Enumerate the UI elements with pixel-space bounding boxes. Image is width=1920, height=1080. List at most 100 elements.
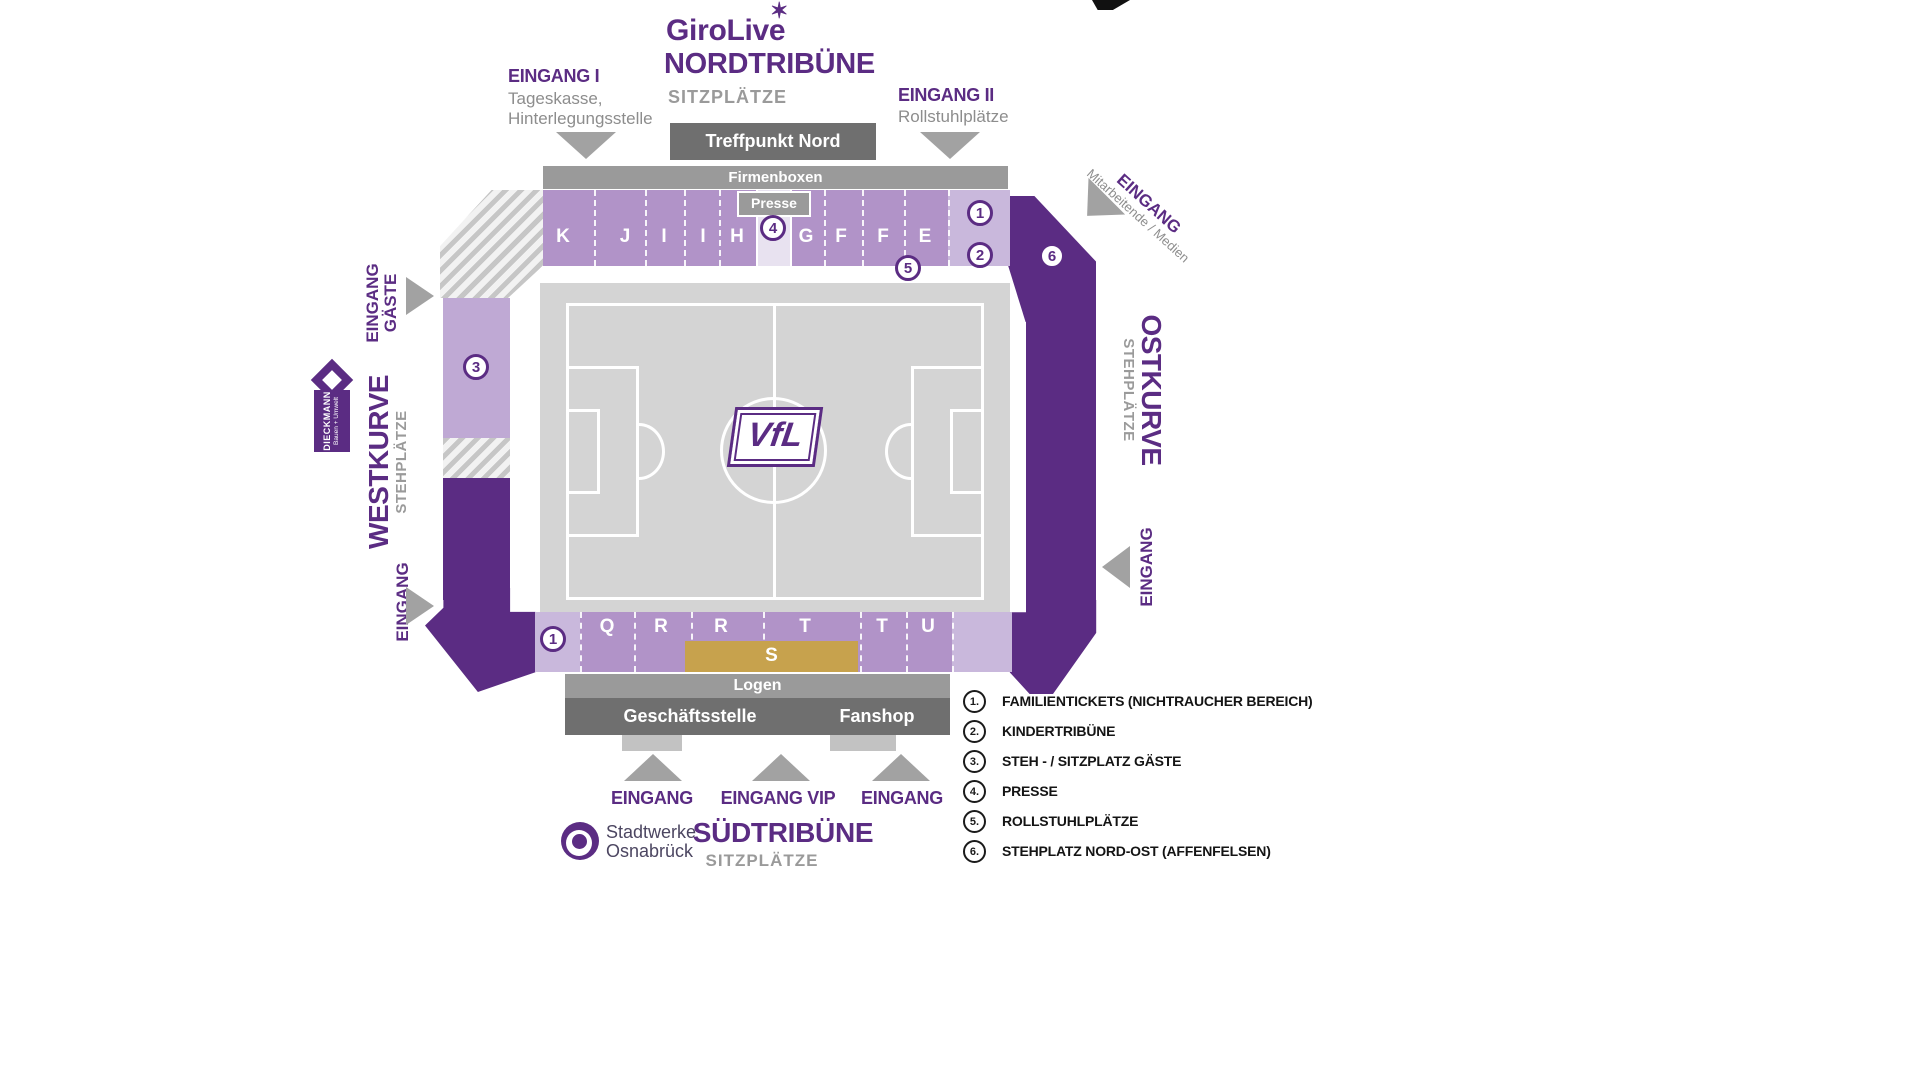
sponsor-girolive: GiroLive [666, 14, 786, 47]
section-label-q: Q [599, 616, 615, 637]
presse-box: Presse [737, 191, 811, 217]
suedtribuene-title: SÜDTRIBÜNE [692, 817, 874, 848]
stadtwerke-logo-swirl-inner [572, 834, 587, 849]
stadtwerke-logo-icon [561, 822, 599, 860]
stadtwerke-line2: Osnabrück [606, 841, 694, 861]
legend-num-1: 1. [963, 690, 986, 713]
pitch-penalty-area-right [911, 366, 984, 537]
legend-label-4: PRESSE [1002, 783, 1058, 799]
section-label-j: J [619, 226, 631, 247]
eingang-ost-arrow-icon [1102, 546, 1130, 588]
eingang-vip-label: EINGANG VIP [720, 788, 836, 808]
section-se-corner [1009, 600, 1097, 694]
section-sw-corner [425, 588, 536, 692]
legend-num-4: 4. [963, 780, 986, 803]
section-divider [824, 190, 826, 266]
section-ostkurve-strip [1026, 318, 1096, 602]
legend-label-5: ROLLSTUHLPLÄTZE [1002, 813, 1139, 829]
eingang-sued-left-arrow-icon [624, 754, 682, 781]
section-label-h: H [730, 226, 744, 247]
vfl-logo: VfL [726, 407, 824, 467]
pitch-goal-area-left [566, 409, 600, 494]
eingang-sued-right-label: EINGANG [861, 788, 943, 808]
legend-label-2: KINDERTRIBÜNE [1002, 723, 1116, 739]
section-divider [634, 612, 636, 672]
eingang-gaeste-line1: EINGANG [363, 263, 382, 343]
section-label-k: K [556, 226, 570, 247]
image-artifact [1092, 0, 1130, 10]
section-label-e: E [918, 226, 932, 247]
section-label-f1: F [835, 226, 847, 247]
eingang-1-arrow-icon [556, 132, 616, 159]
treffpunkt-nord-bar: Treffpunkt Nord [670, 123, 876, 160]
section-divider [904, 190, 906, 266]
eingang-ost-block: EINGANG [1137, 522, 1156, 612]
nordtribuene-title: NORDTRIBÜNE [664, 48, 875, 80]
legend-num-6: 6. [963, 840, 986, 863]
badge-gaeste-3: 3 [463, 354, 489, 380]
pitch-center-circle [720, 397, 827, 504]
legend-label-3: STEH - / SITZPLATZ GÄSTE [1002, 753, 1182, 769]
ostkurve-subtitle: STEHPLÄTZE [1119, 338, 1137, 442]
section-nw-hatched-corner [440, 190, 543, 298]
legend-label-1: FAMILIENTICKETS (NICHTRAUCHER BEREICH) [1002, 693, 1313, 709]
section-label-r2: R [714, 616, 728, 637]
fanshop-label: Fanshop [839, 706, 915, 726]
section-label-t2: T [876, 616, 888, 637]
badge-familientickets-1: 1 [967, 200, 993, 226]
vfl-logo-text: VfL [745, 416, 806, 454]
section-westkurve-strip [443, 478, 510, 600]
eingang-1-label: EINGANG I [508, 66, 600, 86]
office-bar-tab-right [830, 735, 896, 751]
badge-sued-familientickets-1: 1 [540, 626, 566, 652]
section-label-i2: I [700, 226, 706, 247]
badge-affenfelsen-6: 6 [1039, 243, 1065, 269]
pitch-goal-area-right [950, 409, 984, 494]
dieckmann-banner-text: DIECKMANN Bauen + Umwelt [322, 390, 341, 452]
dieckmann-banner: DIECKMANN Bauen + Umwelt [314, 390, 350, 452]
eingang-2-desc-line1: Rollstuhlplätze [898, 107, 1009, 126]
girolive-star-icon: ✶ [770, 0, 789, 23]
pitch [540, 283, 1010, 620]
westkurve-subtitle: STEHPLÄTZE [393, 410, 411, 514]
westkurve-block: WESTKURVE STEHPLÄTZE [363, 372, 412, 552]
section-divider [684, 190, 686, 266]
section-label-u: U [921, 616, 935, 637]
dieckmann-tagline: Bauen + Umwelt [332, 397, 340, 445]
badge-kindertribuene-2: 2 [967, 242, 993, 268]
eingang-sued-left-label: EINGANG [611, 788, 693, 808]
legend-num-2: 2. [963, 720, 986, 743]
westkurve-title: WESTKURVE [363, 375, 394, 549]
legend-num-3: 3. [963, 750, 986, 773]
suedtribuene-subtitle: SITZPLÄTZE [705, 851, 819, 870]
eingang-gaeste-block: EINGANG GÄSTE [363, 253, 404, 353]
section-divider [580, 612, 582, 672]
pitch-penalty-area-left [566, 366, 639, 537]
badge-presse-4: 4 [760, 215, 786, 241]
eingang-1-desc-line1: Tageskasse, [508, 89, 603, 108]
ostkurve-block: OSTKURVE STEHPLÄTZE [1114, 310, 1167, 470]
eingang-sued-right-arrow-icon [872, 754, 930, 781]
section-label-t1: T [799, 616, 811, 637]
section-divider [862, 190, 864, 266]
eingang-gaeste-line2: GÄSTE [381, 273, 401, 333]
section-divider [719, 190, 721, 266]
geschaeftsstelle-label: Geschäftsstelle [623, 706, 757, 726]
section-divider [860, 612, 862, 672]
section-label-f2: F [877, 226, 889, 247]
nordtribuene-subtitle: SITZPLÄTZE [668, 87, 787, 107]
eingang-vip-arrow-icon [752, 754, 810, 781]
eingang-2-arrow-icon [920, 132, 980, 159]
eingang-ost-label: EINGANG [1137, 527, 1156, 607]
office-bar-tab-left [622, 735, 682, 751]
dieckmann-logo: DIECKMANN Bauen + Umwelt [310, 358, 358, 454]
legend-label-6: STEHPLATZ NORD-OST (AFFENFELSEN) [1002, 843, 1271, 859]
section-label-r1: R [654, 616, 668, 637]
legend-num-5: 5. [963, 810, 986, 833]
section-s-gold: S [685, 641, 858, 672]
eingang-gaeste-arrow-icon [406, 277, 434, 315]
section-south-east-block [952, 612, 1012, 672]
section-divider [645, 190, 647, 266]
ostkurve-title: OSTKURVE [1136, 314, 1167, 466]
